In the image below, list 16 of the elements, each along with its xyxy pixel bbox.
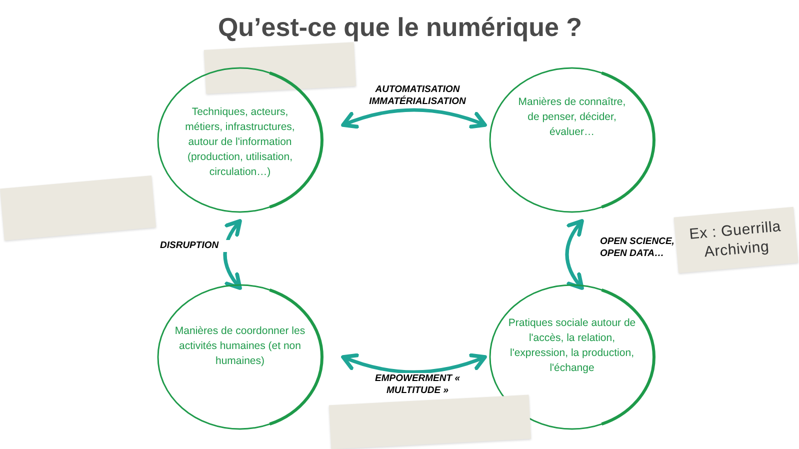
curved-double-arrow (341, 352, 487, 374)
node-text: Manières de coordonner les activités humaines (et non humaines) (174, 324, 306, 369)
ellipse-node (487, 282, 657, 432)
node-text: Techniques, acteurs, métiers, infrastructures, autour de l'information (production, utilisation, circulation…) (184, 105, 296, 180)
ellipse-node (487, 65, 657, 215)
note-text: Ex : Guerrilla Archiving (688, 217, 783, 263)
curved-double-arrow (341, 108, 487, 130)
ellipse-node (155, 65, 325, 215)
sticky-note (328, 394, 532, 449)
sticky-note (204, 42, 356, 94)
node-text: Pratiques sociale autour de l'accès, la relation, l'expression, la production, l'échange (507, 316, 637, 376)
curved-double-arrow (565, 219, 584, 290)
title: Qu’est-ce que le numérique ? (216, 11, 584, 44)
ellipse-node (155, 282, 325, 432)
curved-double-arrow (223, 219, 242, 290)
node-text: Manières de connaître, de penser, décider, évaluer… (517, 95, 627, 140)
